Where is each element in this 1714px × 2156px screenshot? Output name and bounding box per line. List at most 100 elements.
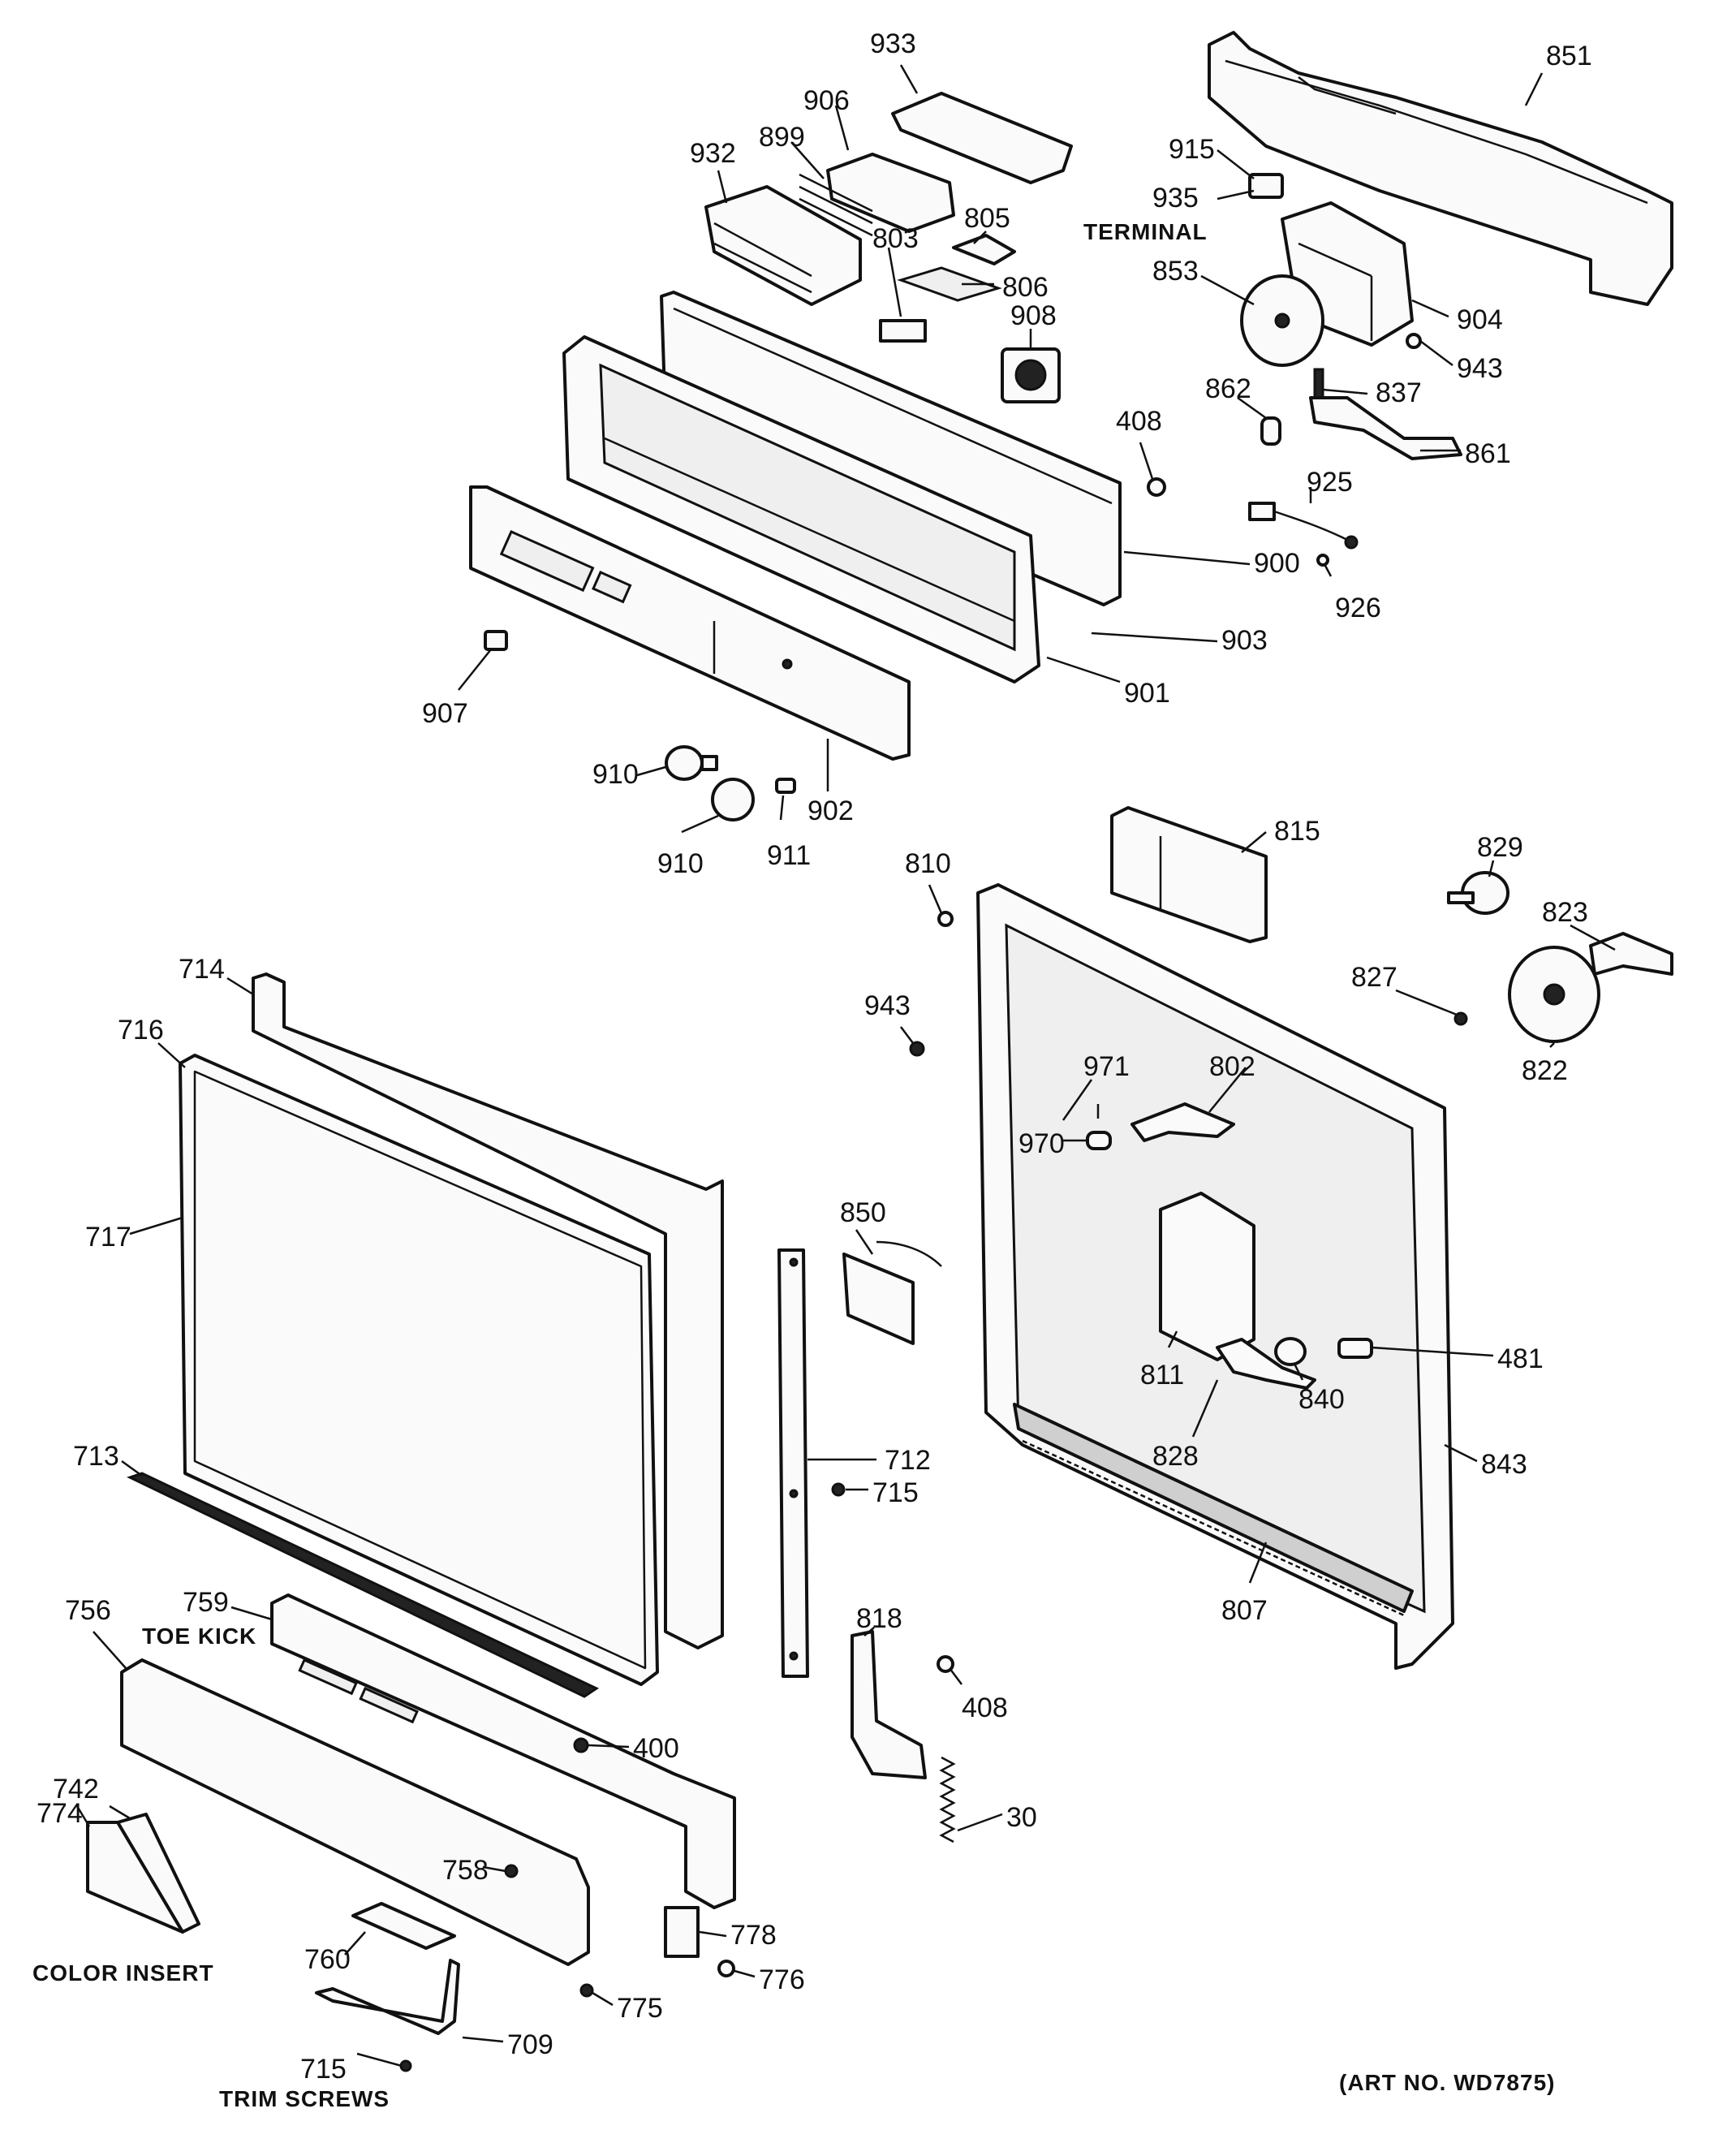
label-904: 904 [1457, 304, 1503, 335]
part-481-seal [1337, 1338, 1373, 1359]
part-926-nut [1316, 554, 1329, 567]
label-toe-kick: TOE KICK [142, 1623, 256, 1649]
part-802-latch [1130, 1102, 1235, 1142]
label-713: 713 [73, 1441, 119, 1472]
part-910-knob-upper [665, 745, 718, 781]
label-815: 815 [1274, 816, 1320, 847]
part-925-wire [1248, 502, 1359, 550]
part-759-toe-kick [270, 1593, 736, 1909]
label-805: 805 [964, 203, 1010, 234]
label-775: 775 [617, 1993, 663, 2024]
part-908-selector [1001, 347, 1061, 403]
label-822: 822 [1522, 1055, 1568, 1086]
part-715-trim-screw [399, 2059, 412, 2072]
label-774: 774 [37, 1798, 83, 1829]
label-408-top: 408 [1116, 406, 1162, 437]
part-712-side-strip [777, 1248, 809, 1678]
part-915-connector [1248, 173, 1284, 199]
part-828-arm [1216, 1338, 1316, 1390]
part-776-screw [717, 1960, 735, 1977]
label-910-upper: 910 [592, 759, 639, 790]
label-901: 901 [1124, 678, 1170, 709]
part-756-trim-panel [120, 1658, 590, 1966]
part-408-screw [1147, 477, 1166, 497]
part-811-dispenser [1159, 1192, 1255, 1361]
part-943-screw [1406, 333, 1422, 349]
part-815-vent [1110, 806, 1268, 943]
label-908: 908 [1010, 300, 1057, 331]
label-900: 900 [1254, 548, 1300, 579]
label-408-lower: 408 [962, 1692, 1008, 1723]
label-840: 840 [1298, 1384, 1345, 1415]
part-906-switch-block [799, 153, 955, 237]
label-742: 742 [53, 1774, 99, 1805]
label-712: 712 [885, 1445, 931, 1476]
label-911: 911 [767, 840, 811, 871]
part-400-screw [573, 1737, 589, 1753]
part-850-bracket [842, 1240, 942, 1345]
label-907: 907 [422, 698, 468, 729]
label-806: 806 [1002, 272, 1049, 303]
part-933-cover-strip [891, 92, 1073, 184]
part-713-trim-strip [127, 1472, 600, 1698]
label-716: 716 [118, 1015, 164, 1046]
label-trim-screws: TRIM SCREWS [219, 2086, 390, 2111]
label-903: 903 [1221, 625, 1268, 656]
label-terminal: TERMINAL [1083, 219, 1208, 244]
leader-lines [75, 64, 1616, 2068]
label-861: 861 [1465, 438, 1511, 469]
part-807-gasket [1022, 1439, 1405, 1617]
label-803: 803 [872, 223, 919, 254]
label-823: 823 [1542, 897, 1588, 928]
label-717: 717 [85, 1222, 131, 1253]
part-902-control-panel [469, 485, 911, 761]
label-926: 926 [1335, 593, 1381, 623]
label-933: 933 [870, 28, 916, 59]
part-840-spring [1274, 1337, 1307, 1366]
part-861-lever [1309, 396, 1462, 460]
part-30-spring [939, 1756, 956, 1843]
part-758-screw [504, 1864, 519, 1878]
part-901-console-frame [562, 335, 1040, 683]
part-760-bracket [351, 1902, 456, 1950]
label-970: 970 [1018, 1128, 1065, 1159]
part-829-pulley [1447, 871, 1509, 915]
label-899: 899 [759, 122, 805, 153]
part-823-handle [1589, 932, 1673, 976]
part-827-screw [1453, 1011, 1468, 1026]
part-774-color-insert-panel [86, 1821, 184, 1934]
label-756: 756 [65, 1595, 111, 1626]
label-30: 30 [1006, 1802, 1037, 1833]
part-822-wheel [1508, 946, 1600, 1043]
part-932-bracket [704, 185, 862, 306]
label-862: 862 [1205, 373, 1251, 404]
label-837: 837 [1376, 377, 1422, 408]
label-709: 709 [507, 2029, 553, 2060]
part-806-plate [897, 266, 1002, 302]
label-714: 714 [179, 954, 225, 985]
label-915: 915 [1169, 134, 1215, 165]
label-810: 810 [905, 848, 951, 879]
label-400: 400 [633, 1733, 679, 1764]
part-408-screw-lower [937, 1655, 954, 1673]
label-943-top: 943 [1457, 353, 1503, 384]
label-778: 778 [730, 1920, 777, 1951]
part-853-timer-dial [1240, 274, 1324, 367]
label-759: 759 [183, 1587, 229, 1618]
part-818-hinge [851, 1630, 927, 1779]
part-970-pin [1086, 1131, 1112, 1150]
label-758: 758 [442, 1855, 489, 1886]
part-862-pin [1260, 416, 1281, 446]
part-911-indicator [775, 778, 796, 794]
label-715-door: 715 [872, 1477, 919, 1508]
label-902: 902 [807, 796, 854, 826]
part-810-screw [937, 911, 954, 927]
label-910-lower: 910 [657, 848, 704, 879]
label-925: 925 [1307, 467, 1353, 498]
part-717-door-panel [179, 1054, 659, 1686]
part-715-screw [831, 1482, 846, 1497]
label-802: 802 [1209, 1051, 1255, 1082]
part-778-clip [664, 1906, 700, 1958]
label-818: 818 [856, 1603, 902, 1634]
part-851-shield [1208, 31, 1673, 306]
